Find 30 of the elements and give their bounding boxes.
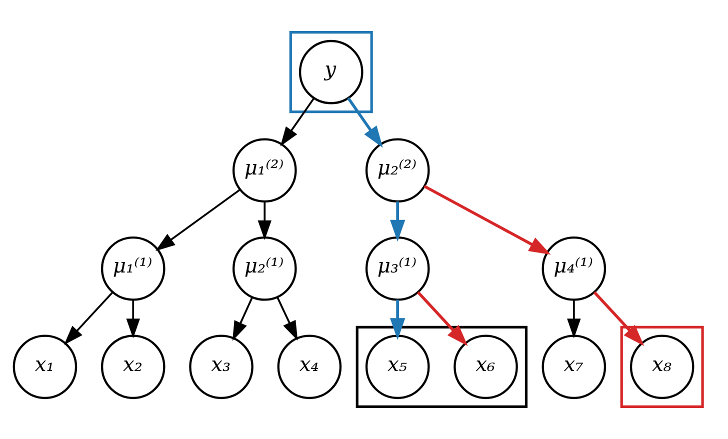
arrow — [347, 97, 383, 148]
node-circle: x₆ — [454, 334, 518, 400]
node-circle: x₂ — [100, 334, 166, 400]
arrow — [390, 201, 406, 242]
node-circle: μ₁⁽²⁾ — [232, 138, 297, 203]
node-circle: x₄ — [277, 334, 342, 400]
node-circle: μ₂⁽¹⁾ — [232, 236, 297, 301]
node-circle: x₁ — [12, 334, 78, 400]
arrow — [416, 291, 468, 346]
node-circle: μ₁⁽¹⁾ — [100, 236, 166, 301]
arrow — [126, 300, 140, 338]
cluster — [289, 31, 373, 114]
arrow — [258, 201, 272, 240]
arrow — [424, 185, 551, 255]
arrow — [390, 300, 406, 340]
node-circle: y — [298, 40, 364, 104]
node-circle: x₃ — [189, 334, 254, 400]
node-circle: x₇ — [542, 334, 606, 400]
node-circle: μ₄⁽¹⁾ — [542, 236, 606, 301]
arrow — [64, 292, 114, 345]
arrow — [276, 296, 298, 341]
arrow — [232, 297, 253, 341]
node-circle: x₅ — [365, 334, 430, 400]
node-circle: μ₂⁽²⁾ — [365, 138, 430, 203]
arrow — [567, 300, 581, 338]
node-circle: μ₃⁽¹⁾ — [365, 236, 430, 301]
node-circle: x₈ — [630, 334, 694, 400]
arrow — [280, 98, 315, 146]
arrow — [593, 291, 644, 346]
arrow — [155, 188, 240, 251]
